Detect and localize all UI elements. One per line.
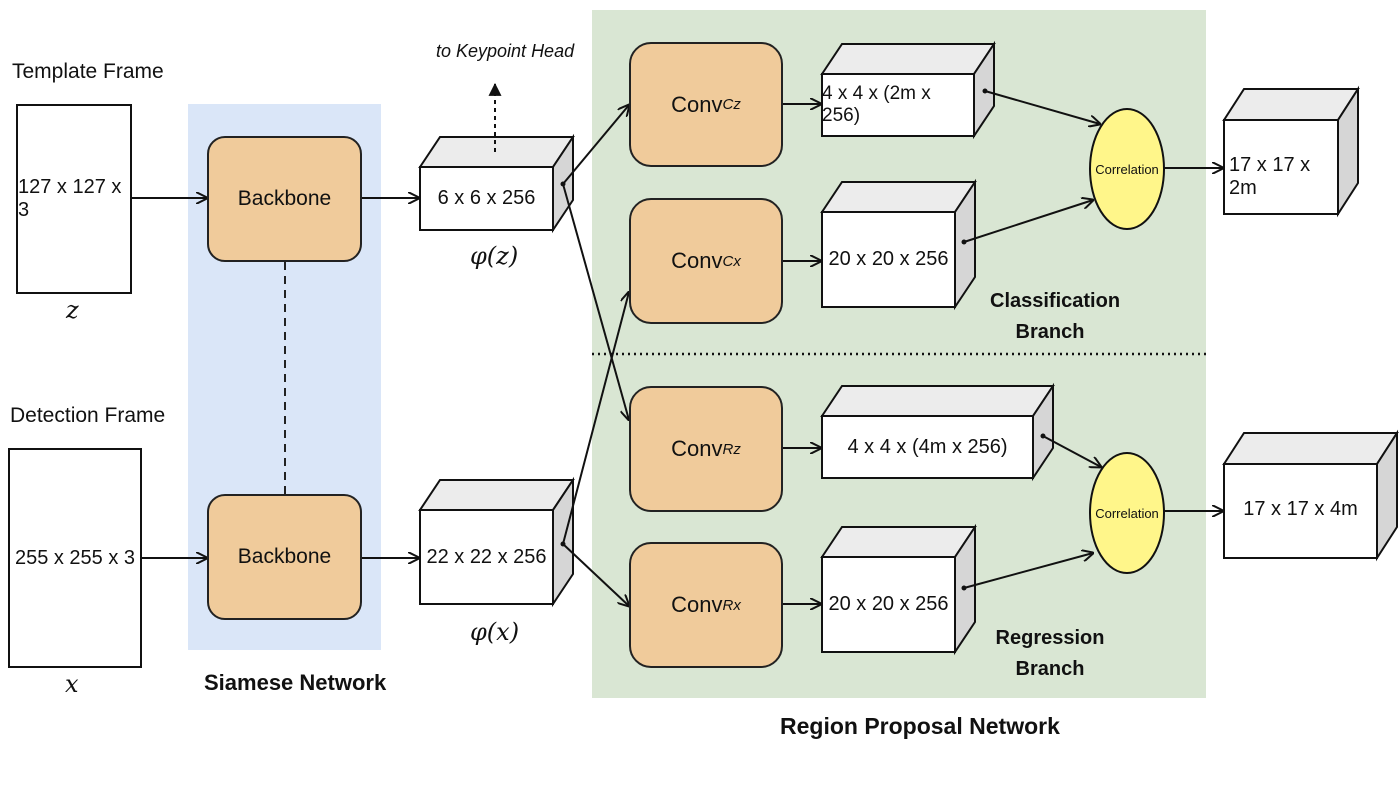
correlation-top-label: Correlation: [1095, 161, 1159, 177]
regression-branch-label: Regression Branch: [990, 623, 1110, 685]
classification-branch-line2: Branch: [1015, 321, 1085, 343]
conv-cz-base: Conv: [671, 91, 723, 117]
template-frame-size: 127 x 127 x 3: [18, 176, 122, 221]
feature-template-size: 6 x 6 x 256: [437, 187, 536, 209]
template-frame-title: Template Frame: [12, 60, 164, 83]
backbone-top-label: Backbone: [237, 187, 332, 210]
detection-frame-title: Detection Frame: [10, 404, 166, 427]
template-symbol: z: [66, 296, 79, 324]
backbone-bottom: Backbone: [207, 494, 362, 620]
correlation-node-bottom: [1089, 452, 1165, 574]
detection-symbol: x: [65, 670, 79, 698]
phi-z-symbol: φ(z): [470, 242, 519, 270]
regression-branch-line1: Regression: [995, 627, 1105, 649]
siamese-network-label: Siamese Network: [204, 670, 387, 695]
arrow-rx-to-correlation: [963, 553, 1093, 589]
output-cube-rz: [820, 382, 1055, 482]
conv-rz-sub: Rz: [722, 440, 741, 458]
detection-frame: 255 x 255 x 3: [8, 448, 142, 668]
conv-rx-sub: Rx: [722, 596, 741, 614]
correlation-bottom-label: Correlation: [1095, 505, 1159, 521]
arrow-phix-to-conv-rx: [562, 543, 629, 606]
arrow-phiz-to-conv-rz: [562, 183, 629, 420]
output-cz-size: 4 x 4 x (2m x 256): [822, 83, 931, 126]
keypoint-head-note: to Keypoint Head: [436, 41, 575, 61]
arrow-cz-to-correlation: [984, 90, 1100, 124]
output-cube-cz: [820, 40, 996, 140]
output-rz-size: 4 x 4 x (4m x 256): [847, 435, 1008, 458]
arrow-phix-to-conv-cx: [562, 292, 629, 545]
output-cube-rx: [820, 523, 977, 656]
backbone-bottom-label: Backbone: [237, 545, 332, 568]
conv-rz-base: Conv: [671, 436, 723, 461]
conv-cx-base: Conv: [671, 248, 723, 273]
output-cube-cx: [820, 178, 977, 311]
regression-branch-line2: Branch: [1015, 658, 1085, 680]
phi-x-symbol: φ(x): [470, 618, 520, 646]
conv-cx-sub: Cx: [722, 252, 741, 270]
output-cx-size: 20 x 20 x 256: [828, 248, 949, 270]
final-cube-top: [1222, 85, 1360, 218]
classification-branch-label: Classification Branch: [990, 286, 1121, 348]
classification-branch-line1: Classification: [990, 290, 1121, 312]
arrow-cx-to-correlation: [963, 200, 1093, 243]
detection-frame-size: 255 x 255 x 3: [14, 546, 136, 569]
arrow-rz-to-correlation: [1042, 435, 1101, 467]
conv-rx-base: Conv: [671, 592, 723, 617]
template-frame: 127 x 127 x 3: [16, 104, 132, 294]
final-cube-bottom: [1222, 429, 1399, 562]
rpn-label: Region Proposal Network: [780, 713, 1060, 739]
feature-cube-detection: [418, 476, 575, 608]
output-bottom-size: 17 x 17 x 4m: [1243, 498, 1358, 520]
backbone-top: Backbone: [207, 136, 362, 262]
conv-cz-sub: Cz: [722, 96, 741, 113]
output-rx-size: 20 x 20 x 256: [828, 593, 949, 615]
output-top-size: 17 x 17 x 2m: [1229, 154, 1311, 199]
arrow-phiz-to-conv-cz: [562, 105, 629, 185]
feature-detection-size: 22 x 22 x 256: [426, 545, 547, 568]
